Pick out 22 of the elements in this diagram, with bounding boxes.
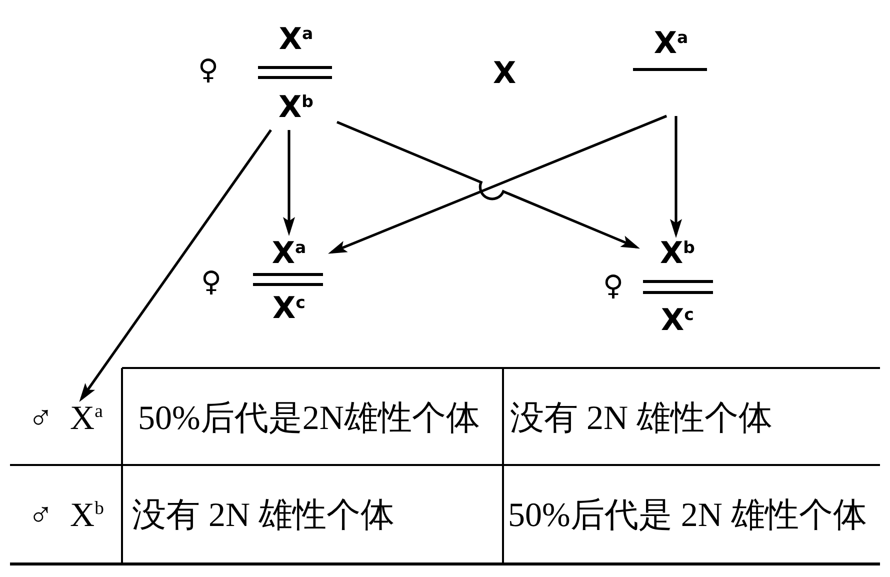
table-entry: 50%后代是2N雄性个体 [138,402,480,436]
allele-label: X$^{a}$ [272,239,306,269]
arrow [670,116,682,238]
allele-label: X$^{a}$ [278,25,314,55]
allele-label: X$^{b}$ [278,93,314,123]
female-symbol: ♀ [603,272,624,300]
row-header: ♂ X$^{a}$ [28,402,103,436]
table-entry: 50%后代是 2N 雄性个体 [508,499,867,533]
arrow [328,114,668,254]
allele-label: X$^{a}$ [654,29,688,59]
cross-sign: X [493,59,516,89]
row-header: ♂ X$^{b}$ [28,499,104,533]
arrow [79,129,272,402]
allele-label: X$^{c}$ [661,306,694,336]
female-symbol: ♀ [198,56,219,84]
table-entry: 没有 2N 雄性个体 [132,499,395,533]
table-entry: 没有 2N 雄性个体 [510,402,773,436]
female-symbol: ♀ [201,268,222,296]
arrow [283,130,295,236]
arrow [336,120,640,249]
allele-label: X$^{b}$ [660,239,695,269]
allele-label: X$^{c}$ [272,294,306,324]
